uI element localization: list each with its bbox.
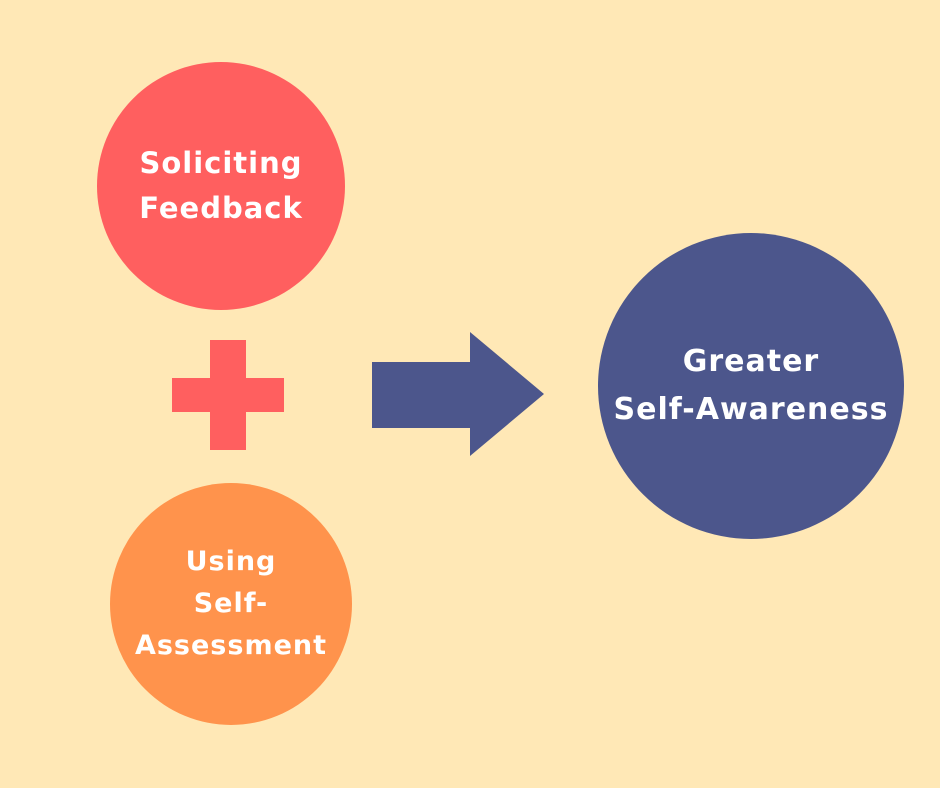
- using-self-assessment-label: Using Self- Assessment: [134, 546, 328, 661]
- soliciting-feedback-label: Soliciting Feedback: [139, 146, 303, 225]
- arrow-right-icon: [372, 332, 544, 456]
- soliciting-feedback-circle: Soliciting Feedback: [97, 62, 345, 310]
- greater-self-awareness-circle: Greater Self-Awareness: [598, 233, 904, 539]
- plus-icon: [172, 340, 284, 450]
- greater-self-awareness-label: Greater Self-Awareness: [613, 344, 889, 427]
- using-self-assessment-circle: Using Self- Assessment: [110, 483, 352, 725]
